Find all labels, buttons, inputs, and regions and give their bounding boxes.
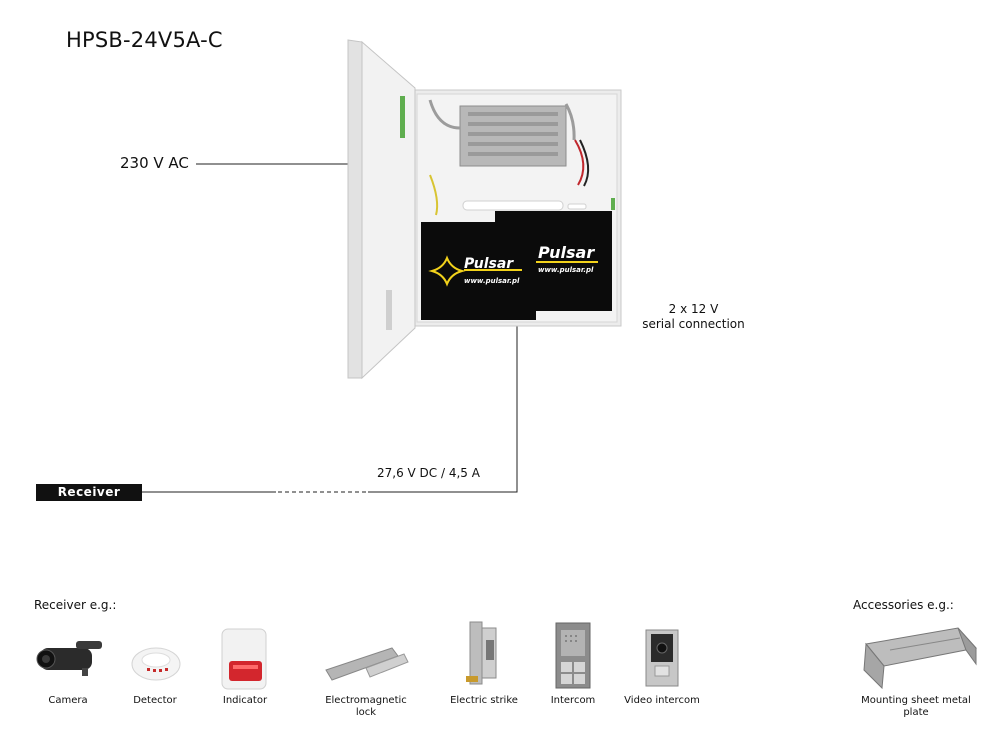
battery-2-brand: Pulsar <box>538 243 595 262</box>
accessories-title: Accessories e.g.: <box>853 598 954 612</box>
battery-label-line2: serial connection <box>642 317 745 331</box>
intercom-icon <box>555 622 591 689</box>
receiver-label-electromagnetic-lock: Electromagnetic lock <box>316 695 416 719</box>
receiver-label-electromagnetic-lock-line2: lock <box>355 707 377 718</box>
enclosure-door-edge <box>347 39 363 379</box>
battery-1-url: www.pulsar.pl <box>464 277 520 285</box>
battery-label-line1: 2 x 12 V <box>668 302 719 316</box>
video-intercom-icon <box>645 629 679 687</box>
battery-1-brand: Pulsar <box>464 256 514 272</box>
output-voltage-label: 27,6 V DC / 4,5 A <box>377 466 480 480</box>
receiver-label-electromagnetic-lock-line1: Electromagnetic <box>325 695 407 706</box>
dc-output-line <box>368 326 518 493</box>
battery-1 <box>421 222 536 320</box>
receiver-label-intercom: Intercom <box>550 695 596 706</box>
receiver-label-camera: Camera <box>48 695 88 706</box>
camera-icon <box>36 641 102 676</box>
page-title: HPSB-24V5A-C <box>66 28 223 52</box>
mounting-bracket <box>428 99 461 130</box>
terminal-block <box>400 96 405 138</box>
receiver-box: Receiver <box>36 484 142 501</box>
enclosure <box>347 39 622 380</box>
ground-wire <box>429 174 439 216</box>
accessory-label-mounting-plate: Mounting sheet metal plate <box>861 695 971 718</box>
receiver-label-video-intercom: Video intercom <box>624 695 700 706</box>
door-label-sticker <box>386 290 392 330</box>
pulsar-logo-icon <box>428 255 466 287</box>
detector-icon <box>131 647 181 681</box>
battery-2-url: www.pulsar.pl <box>538 266 594 274</box>
mounting-plate-icon <box>863 627 977 690</box>
battery-wire-red <box>574 139 585 186</box>
receiver-label-electric-strike: Electric strike <box>450 695 518 706</box>
battery-wire-black <box>579 139 590 187</box>
indicator-icon <box>221 628 267 690</box>
receiver-examples-title: Receiver e.g.: <box>34 598 117 612</box>
input-voltage-label: 230 V AC <box>120 154 189 172</box>
electric-strike-icon <box>466 621 497 685</box>
receiver-label-indicator: Indicator <box>222 695 268 706</box>
battery-label: 2 x 12 V serial connection <box>636 302 751 332</box>
receiver-label-detector: Detector <box>133 695 177 706</box>
electromagnetic-lock-icon <box>325 647 409 681</box>
cable-slot <box>462 200 564 211</box>
